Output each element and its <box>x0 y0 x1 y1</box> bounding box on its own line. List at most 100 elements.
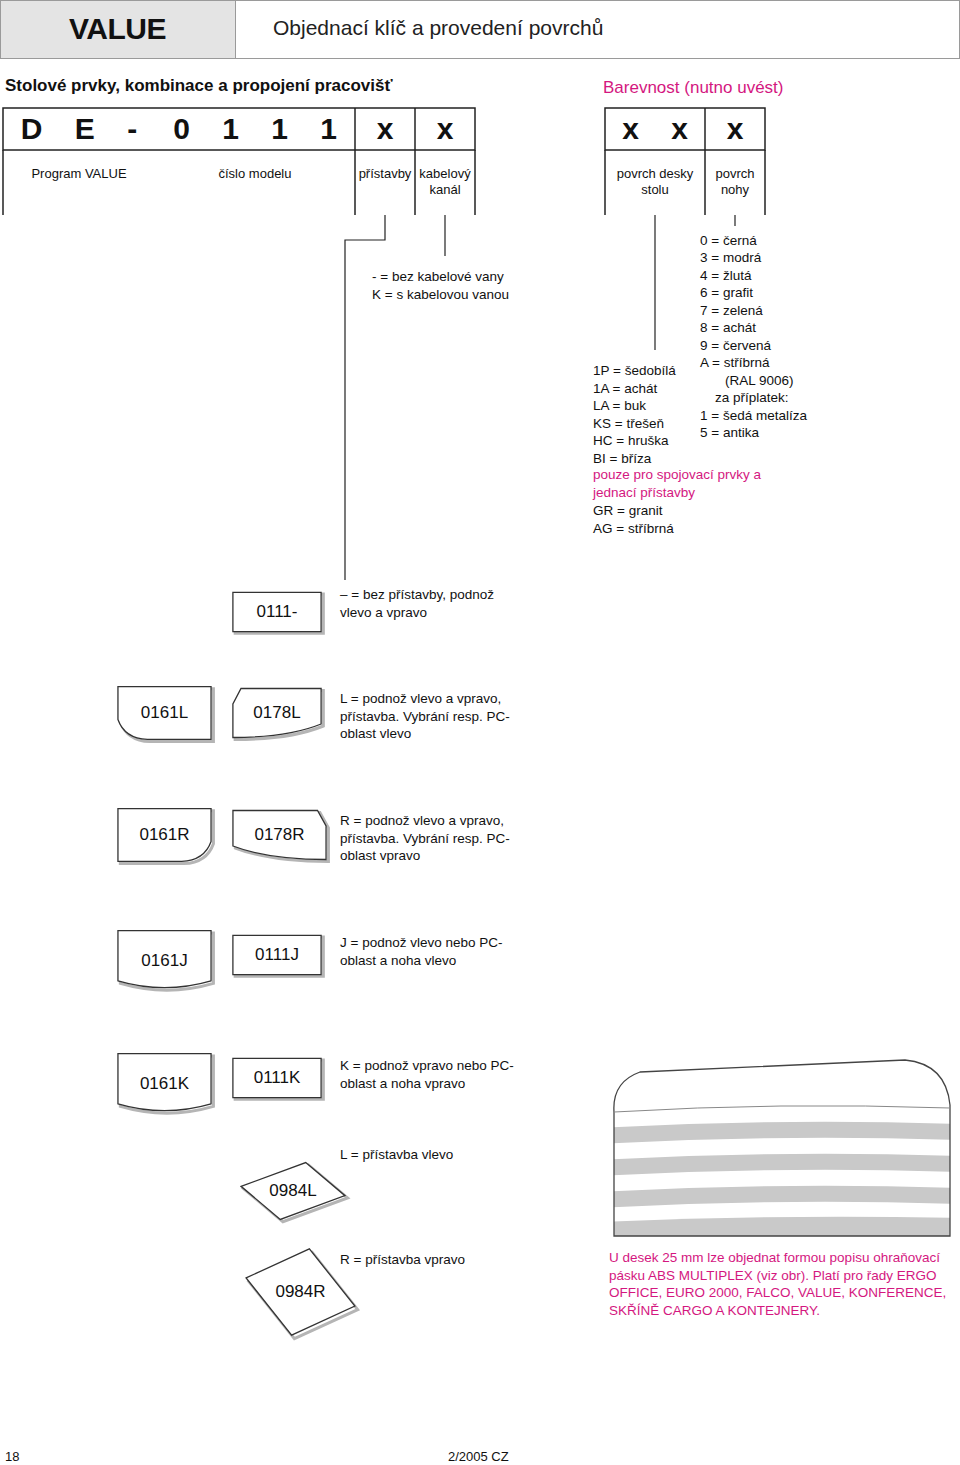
slab-outline <box>614 1060 950 1236</box>
header-box: VALUE <box>0 0 235 58</box>
key-row <box>3 108 475 150</box>
model-code: 0161L <box>137 703 192 723</box>
color-code: KS = třešeň <box>593 415 693 433</box>
desk-edge <box>233 689 321 738</box>
desk-shape: 0161J <box>117 930 212 992</box>
desk-shape: 0111K <box>232 1058 322 1098</box>
variant-description: K = podnož vpravo nebo PC-oblast a noha … <box>340 1057 520 1092</box>
key-caption: kabelový kanál <box>415 150 475 198</box>
color-code: LA = buk <box>593 397 693 415</box>
model-code: 0161J <box>137 951 191 971</box>
key-divider <box>704 108 706 215</box>
note-text: U desek 25 mm lze objednat formou popisu… <box>609 1249 954 1319</box>
slab-edge <box>614 1106 950 1112</box>
order-key-cell: xkabelový kanál <box>415 108 475 215</box>
color-code: 6 = grafit <box>700 284 900 302</box>
color-code: AG = stříbrná <box>593 520 743 538</box>
order-key-cell: 0 1 1 1číslo modelu <box>155 108 355 215</box>
color-code: pouze pro spojovací prvky a jednací přís… <box>593 466 793 501</box>
order-key-cell: xpovrch nohy <box>705 108 765 215</box>
desk-shape: 0161K <box>117 1053 212 1115</box>
color-code: 1P = šedobílá <box>593 362 693 380</box>
model-code: 0178L <box>249 703 304 723</box>
color-code: 5 = antika <box>700 424 900 442</box>
model-code: 0111K <box>250 1068 305 1088</box>
key-code: 0 1 1 1 <box>155 108 355 150</box>
color-code: 1 = šedá metalíza <box>700 407 900 425</box>
desk-shape: 0178R <box>232 810 327 860</box>
page-footer: 2/2005 CZ <box>448 1448 568 1465</box>
slab-stripe <box>600 1154 960 1176</box>
key-divider <box>604 150 606 215</box>
desk-edge <box>233 1058 321 1097</box>
variant-description: – = bez přístavby, podnož vlevo a vpravo <box>340 586 520 621</box>
key-code: x <box>705 108 765 150</box>
key-grid <box>3 108 765 215</box>
desk-shape: 0984L <box>240 1162 346 1220</box>
key-caption: povrch desky stolu <box>605 150 705 198</box>
desk-edge <box>246 1249 355 1335</box>
desk-shape: 0111- <box>232 592 322 632</box>
leader-line <box>654 215 655 350</box>
edge-band-illustration <box>600 1050 960 1250</box>
key-caption: číslo modelu <box>155 150 355 182</box>
desk-shape: 0161R <box>117 808 212 862</box>
desk-edge <box>233 935 321 974</box>
desk-edge <box>118 809 211 862</box>
order-key-cell: xpřístavby <box>355 108 415 215</box>
slab-stripe <box>600 1186 960 1208</box>
model-code: 0161K <box>136 1074 193 1094</box>
key-caption: Program VALUE <box>3 150 155 182</box>
key-divider <box>2 150 4 215</box>
key-caption: povrch nohy <box>705 150 765 198</box>
desk-shape: 0178L <box>232 688 322 738</box>
key-caption: přístavby <box>355 150 415 182</box>
desk-edge <box>233 592 321 631</box>
color-code: BI = bříza <box>593 450 693 468</box>
leader-lines <box>345 215 735 580</box>
key-divider <box>474 150 476 215</box>
page-title: Objednací klíč a provedení povrchů <box>273 16 603 40</box>
desk-edge <box>118 931 211 988</box>
slab-stripe <box>600 1122 960 1144</box>
program-name: VALUE <box>69 12 166 46</box>
section-heading: Barevnost (nutno uvést) <box>603 78 943 98</box>
header-cell <box>236 1 960 59</box>
desk-shape: 0161L <box>117 686 212 740</box>
color-code: - = bez kabelové vany <box>372 268 552 286</box>
desk-edge <box>241 1163 345 1220</box>
order-key-cell: D E -Program VALUE <box>3 108 155 215</box>
color-code: 9 = červená <box>700 337 900 355</box>
leader-line <box>734 215 735 226</box>
key-divider <box>354 108 356 215</box>
variant-description: R = přístavba vpravo <box>340 1251 520 1269</box>
color-code: 3 = modrá <box>700 249 900 267</box>
color-code: K = s kabelovou vanou <box>372 286 552 304</box>
key-code: x x <box>605 108 705 150</box>
desk-shape: 0984R <box>245 1248 356 1336</box>
variant-description: R = podnož vlevo a vpravo, přístavba. Vy… <box>340 812 520 865</box>
model-code: 0178R <box>250 825 308 845</box>
color-code: 1A = achát <box>593 380 693 398</box>
desk-edge <box>118 1054 211 1111</box>
key-code: D E - <box>3 108 155 150</box>
color-code: za příplatek: <box>715 389 915 407</box>
key-row <box>605 108 765 150</box>
model-code: 0111J <box>251 945 303 965</box>
model-code: 0984R <box>271 1282 329 1302</box>
color-code: 8 = achát <box>700 319 900 337</box>
color-code: 0 = černá <box>700 232 900 250</box>
key-code: x <box>355 108 415 150</box>
variant-description: J = podnož vlevo nebo PC-oblast a noha v… <box>340 934 520 969</box>
variant-description: L = podnož vlevo a vpravo, přístavba. Vy… <box>340 690 520 743</box>
key-code: x <box>415 108 475 150</box>
desk-edge <box>118 687 211 740</box>
leader-line <box>444 215 445 256</box>
section-heading: Stolové prvky, kombinace a propojení pra… <box>5 76 565 96</box>
key-divider <box>764 150 766 215</box>
color-code: A = stříbrná <box>700 354 900 372</box>
color-code: 7 = zelená <box>700 302 900 320</box>
model-code: 0161R <box>135 825 193 845</box>
key-divider <box>414 108 416 215</box>
